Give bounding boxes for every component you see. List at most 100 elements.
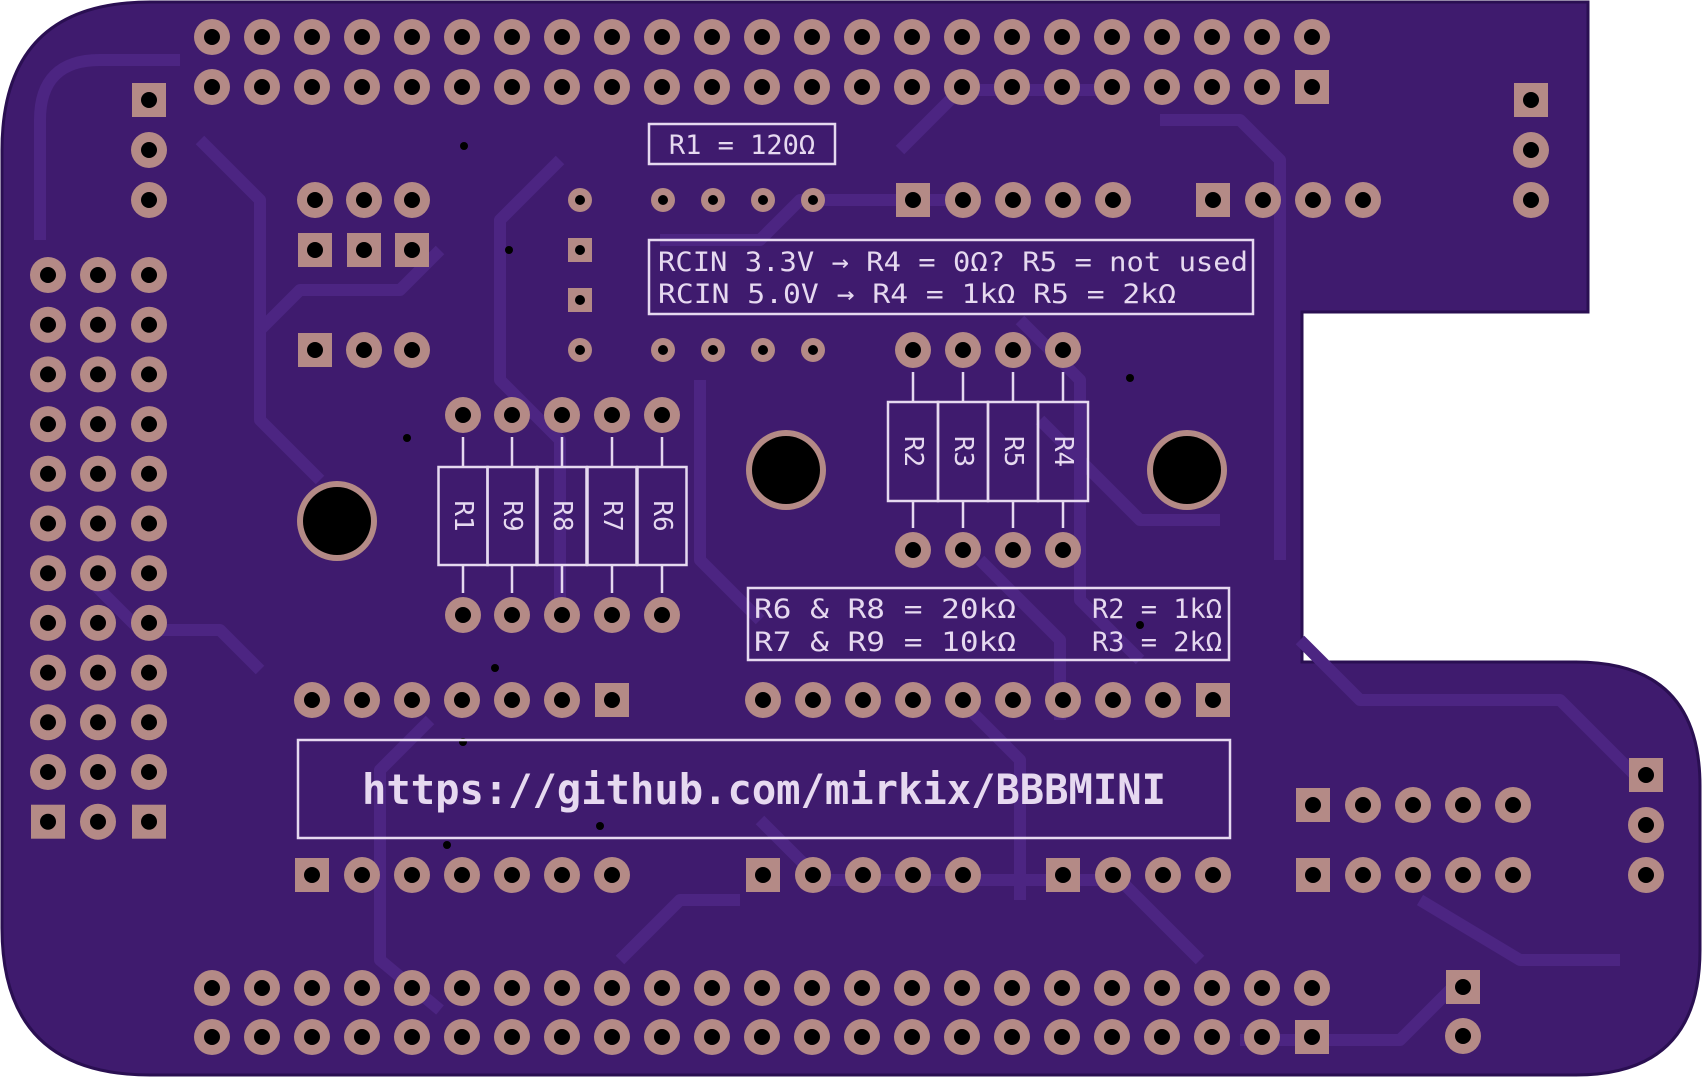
drill-hole xyxy=(804,29,820,45)
drill-hole xyxy=(654,980,670,996)
drill-hole xyxy=(141,465,157,482)
drill-hole xyxy=(854,79,870,95)
drill-hole xyxy=(754,980,770,996)
drill-hole xyxy=(755,692,771,708)
drill-hole xyxy=(754,1029,770,1045)
drill-hole xyxy=(90,614,106,631)
divider-note-box xyxy=(746,586,1231,662)
drill-hole xyxy=(755,867,771,883)
drill-hole xyxy=(575,195,585,205)
r1-note-box xyxy=(647,122,837,166)
drill-hole xyxy=(1455,979,1471,995)
drill-hole xyxy=(1055,692,1071,708)
drill-hole xyxy=(604,867,620,883)
drill-hole xyxy=(1054,79,1070,95)
drill-hole xyxy=(804,1029,820,1045)
drill-hole xyxy=(354,29,370,45)
drill-hole xyxy=(1523,192,1539,208)
resistor-label-r2: R2 xyxy=(898,436,928,467)
drill-hole xyxy=(90,664,106,681)
mounting-hole xyxy=(303,487,371,555)
drill-hole xyxy=(455,407,471,423)
drill-hole xyxy=(1155,867,1171,883)
drill-hole xyxy=(254,980,270,996)
drill-hole xyxy=(1305,192,1321,208)
drill-hole xyxy=(1104,1029,1120,1045)
drill-hole xyxy=(1254,79,1270,95)
drill-hole xyxy=(905,192,921,208)
drill-hole xyxy=(554,867,570,883)
drill-hole xyxy=(1054,1029,1070,1045)
drill-hole xyxy=(304,79,320,95)
rcin-note-box xyxy=(647,238,1255,316)
drill-hole xyxy=(1004,29,1020,45)
drill-hole xyxy=(1405,867,1421,883)
drill-hole xyxy=(1204,29,1220,45)
drill-hole xyxy=(805,692,821,708)
drill-hole xyxy=(141,813,157,830)
drill-hole xyxy=(1304,79,1320,95)
drill-hole xyxy=(204,1029,220,1045)
resistor-label-r6: R6 xyxy=(647,500,677,531)
drill-hole xyxy=(1205,867,1221,883)
drill-hole xyxy=(404,980,420,996)
drill-hole xyxy=(1523,142,1539,158)
drill-hole xyxy=(404,192,420,208)
drill-hole xyxy=(90,267,106,283)
drill-hole xyxy=(1505,867,1521,883)
resistor-label-r9: R9 xyxy=(497,500,527,531)
drill-hole xyxy=(90,813,106,830)
drill-hole xyxy=(1638,867,1654,883)
drill-hole xyxy=(40,813,56,830)
drill-hole xyxy=(354,1029,370,1045)
resistor-label-r7: R7 xyxy=(597,500,627,531)
drill-hole xyxy=(40,764,56,780)
drill-hole xyxy=(404,692,420,708)
rcin-50-note: RCIN 5.0V → R4 = 1kΩ R5 = 2kΩ xyxy=(658,279,1176,310)
drill-hole xyxy=(955,867,971,883)
drill-hole xyxy=(708,195,718,205)
divider-note-r7-r9: R7 & R9 = 10kΩ xyxy=(754,627,1016,658)
divider-note-r2: R2 = 1kΩ xyxy=(1092,594,1222,625)
via xyxy=(460,142,468,150)
drill-hole xyxy=(90,316,106,333)
drill-hole xyxy=(1305,867,1321,883)
drill-hole xyxy=(905,342,921,358)
drill-hole xyxy=(307,192,323,208)
drill-hole xyxy=(805,867,821,883)
drill-hole xyxy=(1355,797,1371,813)
drill-hole xyxy=(1304,980,1320,996)
drill-hole xyxy=(204,29,220,45)
drill-hole xyxy=(554,79,570,95)
resistor-label-r4: R4 xyxy=(1048,436,1078,467)
drill-hole xyxy=(854,1029,870,1045)
drill-hole xyxy=(141,366,157,383)
drill-hole xyxy=(1255,192,1271,208)
drill-hole xyxy=(356,342,372,358)
drill-hole xyxy=(955,342,971,358)
mounting-hole xyxy=(1153,436,1221,504)
via xyxy=(443,841,451,849)
drill-hole xyxy=(954,980,970,996)
drill-hole xyxy=(404,79,420,95)
drill-hole xyxy=(754,79,770,95)
drill-hole xyxy=(554,407,570,423)
drill-hole xyxy=(1254,1029,1270,1045)
drill-hole xyxy=(1105,192,1121,208)
drill-hole xyxy=(1054,29,1070,45)
drill-hole xyxy=(254,79,270,95)
drill-hole xyxy=(304,867,320,883)
drill-hole xyxy=(1105,867,1121,883)
drill-hole xyxy=(504,980,520,996)
drill-hole xyxy=(307,242,323,258)
drill-hole xyxy=(1254,980,1270,996)
resistor-label-r8: R8 xyxy=(547,500,577,531)
drill-hole xyxy=(454,29,470,45)
drill-hole xyxy=(1355,192,1371,208)
drill-hole xyxy=(454,79,470,95)
drill-hole xyxy=(1305,797,1321,813)
drill-hole xyxy=(90,714,106,731)
drill-hole xyxy=(354,980,370,996)
drill-hole xyxy=(141,192,157,208)
drill-hole xyxy=(1055,342,1071,358)
